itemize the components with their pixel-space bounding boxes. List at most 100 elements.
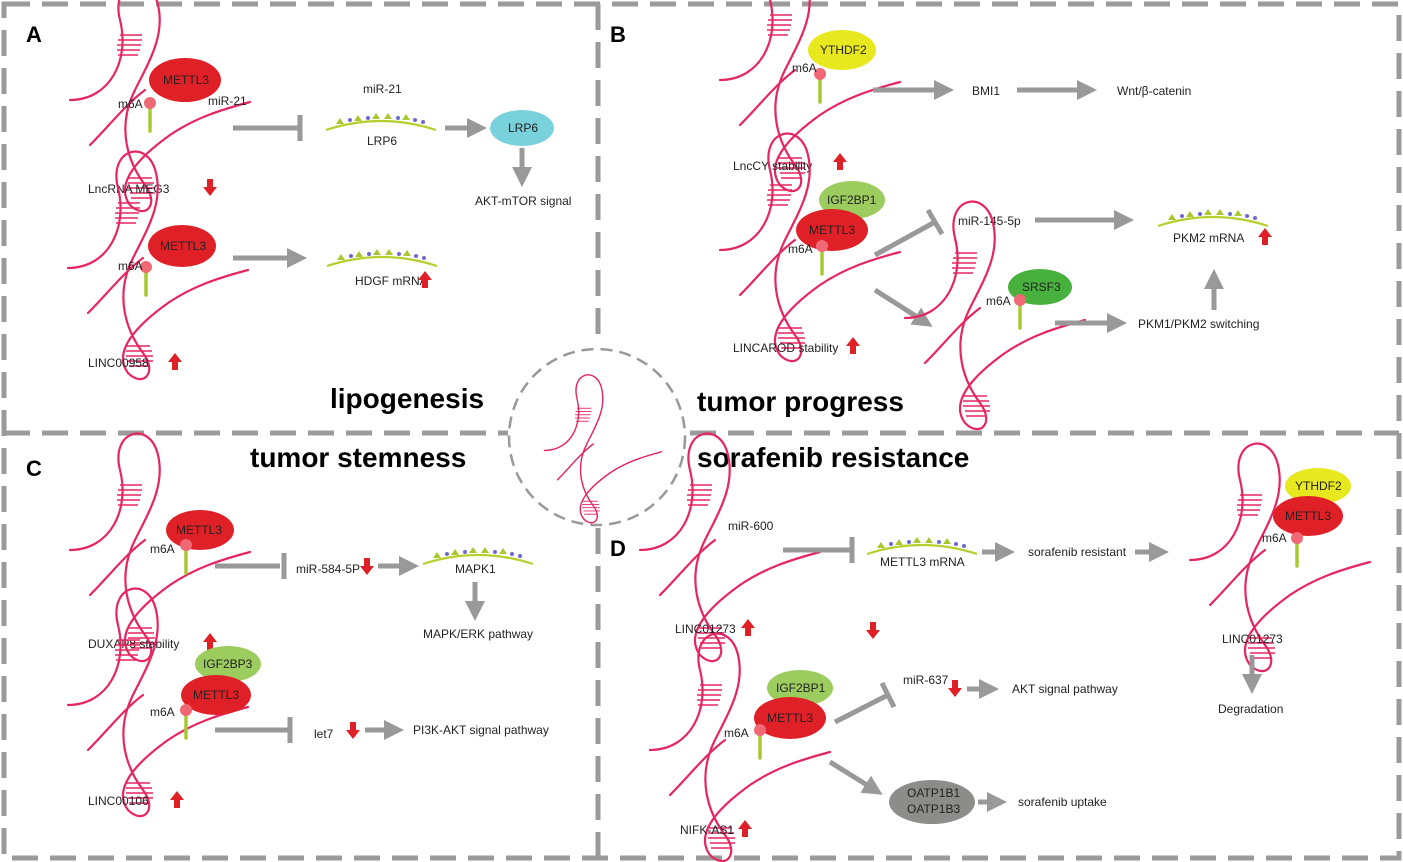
mettl3-protein-c2: [181, 675, 251, 715]
mettl3-protein-d2: [754, 697, 826, 739]
hdgf-label: HDGF mRNA: [355, 274, 428, 288]
mir600-label: miR-600: [728, 519, 774, 533]
panel-d: D miR-600 METTL3 mRNA sorafenib resistan…: [610, 432, 1372, 862]
mir145-label: miR-145-5p: [958, 214, 1021, 228]
inhibit-mir145: [873, 219, 937, 258]
let7-down-arrow: [346, 722, 360, 739]
mir584-label: miR-584-5P: [296, 562, 360, 576]
mir600-strand: [737, 540, 775, 558]
panel-letter-d: D: [610, 536, 626, 561]
let7-label: let7: [314, 727, 334, 741]
mapk-erk-label: MAPK/ERK pathway: [423, 627, 533, 641]
mir637-down-arrow: [948, 680, 962, 697]
mettl3-protein-d: [1273, 496, 1343, 536]
wnt-label: Wnt/β-catenin: [1117, 84, 1191, 98]
lrp6-protein: [490, 110, 554, 146]
theme-tumor-progress: tumor progress: [697, 386, 904, 417]
theme-sorafenib-resistance: sorafenib resistance: [697, 442, 969, 473]
mettl3-mrna-label: METTL3 mRNA: [880, 555, 965, 569]
lrp6-protein-label: LRP6: [508, 121, 538, 135]
m6a-label-d1: m6A: [1262, 531, 1287, 545]
inhibit-mir637: [833, 692, 890, 725]
mir637-strand: [907, 689, 943, 697]
theme-tumor-stemness: tumor stemness: [250, 442, 466, 473]
mir584-strand: [309, 548, 345, 556]
m6a-pin-c1: [178, 537, 194, 575]
mettl3-label-d: METTL3: [1285, 509, 1331, 523]
nifk-up-arrow: [738, 820, 752, 837]
duxap8-up-arrow: [203, 633, 217, 650]
mir637-label: miR-637: [903, 673, 949, 687]
pkm2-mrna: [1156, 207, 1270, 228]
pkm2-up-arrow: [1258, 228, 1272, 245]
ythdf2-protein: [808, 30, 876, 70]
degradation-label: Degradation: [1218, 702, 1283, 716]
pkm-switch-label: PKM1/PKM2 switching: [1138, 317, 1259, 331]
m6a-pin-d1: [1289, 530, 1305, 568]
meg3-down-arrow: [203, 179, 217, 196]
mir21-top-strand: [359, 102, 395, 110]
mir584-down-arrow: [360, 558, 374, 575]
linc00106-label: LINC00106: [88, 794, 149, 808]
panel-letter-b: B: [610, 22, 626, 47]
mettl3-label-d2: METTL3: [767, 711, 813, 725]
lrp6-mrna-label: LRP6: [367, 134, 397, 148]
lnccy-label: LncCY stability: [733, 159, 812, 173]
mettl3-protein-b: [796, 209, 868, 251]
mettl3-mrna-down-arrow: [866, 622, 880, 639]
mapk1-label: MAPK1: [455, 562, 496, 576]
m6a-pin: [142, 95, 158, 133]
m6a-label: m6A: [118, 97, 143, 111]
lrp6-mrna: [324, 111, 438, 132]
m6a-pin-b2: [814, 238, 830, 276]
m6a-label-b2: m6A: [788, 242, 813, 256]
mettl3-mrna-strand: [865, 535, 979, 556]
m6a-label-c2: m6A: [150, 705, 175, 719]
uptake-label: sorafenib uptake: [1018, 795, 1107, 809]
linc00958-label: LINC00958: [88, 356, 149, 370]
linc01273-label: LINC01273: [675, 622, 736, 636]
oatp2-label: OATP1B3: [907, 802, 960, 816]
theme-lipogenesis: lipogenesis: [330, 383, 484, 414]
mettl3-protein: [149, 58, 221, 102]
bmi1-label: BMI1: [972, 84, 1000, 98]
linc00106-up-arrow: [170, 791, 184, 808]
m6a-label-b1: m6A: [792, 61, 817, 75]
pi3k-label: PI3K-AKT signal pathway: [413, 723, 549, 737]
nifk-label: NIFK-AS1: [680, 823, 734, 837]
panel-c: C METTL3 m6A miR-584-5P MAPK1 MAPK/ERK p…: [26, 432, 549, 818]
rna-srsf3: [903, 200, 1087, 431]
srsf3-label: SRSF3: [1022, 280, 1061, 294]
lincarod-label: LINCAROD stability: [733, 341, 838, 355]
m6a-label-d2: m6A: [724, 726, 749, 740]
igf2bp1-protein-d: [767, 670, 833, 706]
inhibit-mir145-bar: [925, 208, 945, 236]
ythdf2-protein-d: [1285, 468, 1351, 504]
mettl3-label-b: METTL3: [160, 239, 206, 253]
mir21-label: miR-21: [208, 94, 247, 108]
igf2bp1-label-d: IGF2BP1: [776, 681, 826, 695]
m6a-pin-c2: [178, 702, 194, 740]
akt-mtor-label: AKT-mTOR signal: [475, 194, 571, 208]
igf2bp1-label-b: IGF2BP1: [827, 193, 877, 207]
ythdf2-label: YTHDF2: [820, 43, 867, 57]
igf2bp3-protein: [195, 646, 261, 682]
panel-letter-a: A: [26, 22, 42, 47]
igf2bp3-label: IGF2BP3: [203, 657, 253, 671]
arrow-to-oatp: [828, 759, 883, 795]
oatp1-label: OATP1B1: [907, 786, 960, 800]
panel-a: A METTL3 m6A miR-21 LncRNA MEG3 miR-21 L…: [26, 0, 571, 381]
center-rna: [543, 374, 663, 524]
panel-b: B YTHDF2 m6A BMI1 Wnt/β-catenin LncCY st…: [610, 0, 1272, 431]
m6a-pin-d2: [752, 722, 768, 760]
m6a-label-c1: m6A: [150, 542, 175, 556]
meg3-label: LncRNA MEG3: [88, 182, 170, 196]
soraf-res-label: sorafenib resistant: [1028, 545, 1127, 559]
akt-label: AKT signal pathway: [1012, 682, 1118, 696]
ythdf2-label-d: YTHDF2: [1295, 479, 1342, 493]
mettl3-label-c: METTL3: [176, 523, 222, 537]
linc00958-up-arrow: [168, 353, 182, 370]
linc01273-up-arrow: [741, 619, 755, 636]
duxap8-label: DUXAP8 stability: [88, 637, 179, 651]
